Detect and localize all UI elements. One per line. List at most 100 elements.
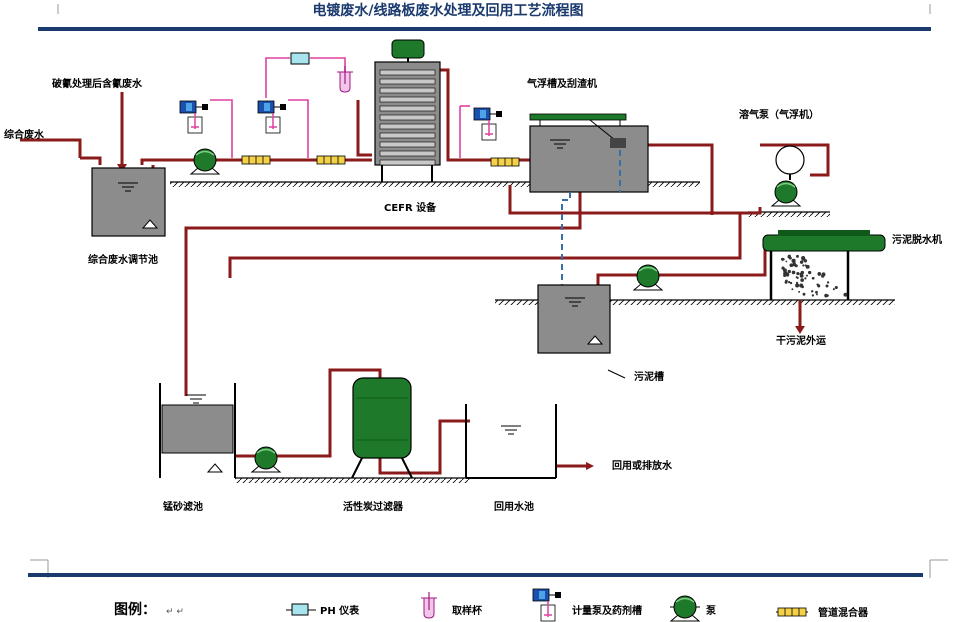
label-sludge-tank: 污泥槽 — [634, 370, 664, 383]
label-reuse-out: 回用或排放水 — [612, 459, 673, 472]
flotation-tank — [529, 113, 649, 285]
corner-mark — [57, 4, 931, 14]
sludge-pump — [633, 264, 663, 291]
sludge-particle — [799, 260, 804, 264]
sludge-particle — [816, 283, 819, 286]
sludge-dewatering-machine — [762, 230, 886, 300]
legend-item-mixer: 管道混合器 — [818, 606, 869, 619]
label-sludge-dewater: 污泥脱水机 — [892, 233, 942, 246]
dosing-units — [179, 57, 503, 158]
sludge-particle — [795, 281, 799, 284]
sludge-particle — [815, 290, 818, 294]
sludge-particle — [832, 288, 835, 291]
ph-meter-icon — [286, 603, 316, 616]
sludge-particle — [783, 271, 788, 276]
cefr-equipment — [374, 39, 441, 182]
sludge-particle — [834, 285, 838, 290]
cefr-fin — [379, 105, 436, 112]
label-reuse-tank: 回用水池 — [494, 500, 534, 513]
cefr-fin — [379, 141, 436, 148]
label-carbon-filter: 活性炭过滤器 — [343, 500, 404, 513]
cefr-fin — [379, 123, 436, 130]
legend-item-pump: 泵 — [706, 605, 717, 617]
sludge-particle — [791, 270, 796, 275]
cefr-fin — [379, 96, 436, 103]
legend: 图例： ↵ ↵ PH 仪表 取样杯 计量泵及药剂槽 泵 管道混合器 — [114, 588, 869, 622]
label-mixed-water: 综合废水 — [4, 128, 45, 141]
corner-mark — [30, 559, 948, 578]
metering-pump-icon — [532, 588, 562, 622]
sludge-particle — [811, 290, 814, 293]
sludge-particle — [792, 258, 796, 262]
label-air-pump: 溶气泵（气浮机） — [739, 108, 819, 121]
sludge-particle — [785, 260, 788, 263]
sludge-particle — [795, 283, 800, 288]
pipe-mixer-icon — [776, 607, 808, 617]
sampling-cup-icon — [420, 591, 438, 619]
sludge-particle — [788, 256, 792, 260]
sludge-particle — [791, 288, 794, 291]
air-pump-lower — [771, 180, 801, 207]
cefr-fin — [379, 78, 436, 85]
sludge-particle — [800, 270, 805, 275]
pipe-mixer-2 — [316, 155, 346, 165]
cefr-fin — [379, 69, 436, 76]
ph-meter-top — [290, 52, 310, 65]
label-cefr: CEFR 设备 — [384, 201, 437, 214]
sludge-particle — [811, 294, 815, 297]
reuse-water-tank — [465, 404, 557, 479]
cefr-fin — [379, 87, 436, 94]
sludge-particle — [805, 274, 809, 277]
air-dissolving-pump — [775, 145, 805, 180]
sludge-particle — [843, 292, 848, 297]
pipe-mixer-1 — [241, 155, 271, 165]
sludge-particle — [807, 270, 812, 275]
sludge-tank — [537, 284, 626, 379]
legend-item-metering: 计量泵及药剂槽 — [572, 604, 642, 617]
cefr-fin — [379, 159, 436, 166]
pipe-mixer-3 — [490, 157, 520, 167]
sludge-particle — [785, 279, 788, 283]
manganese-sand-filter — [159, 383, 236, 478]
sludge-particle — [802, 292, 806, 296]
sludge-particle — [798, 290, 801, 293]
sludge-particle — [802, 264, 805, 267]
top-rule — [38, 27, 931, 31]
sludge-particle — [816, 293, 818, 296]
sampling-cup — [336, 65, 354, 93]
sludge-particle — [826, 281, 830, 284]
sludge-particle — [824, 293, 829, 298]
cefr-fin — [379, 114, 436, 121]
sludge-particle — [782, 258, 785, 261]
sludge-particle — [787, 280, 791, 284]
sludge-particle — [817, 271, 822, 276]
ground-lines — [170, 181, 895, 483]
activated-carbon-filter — [351, 377, 413, 479]
pump-icon — [670, 595, 700, 622]
sludge-particle — [796, 254, 799, 258]
sludge-particle — [825, 284, 829, 288]
legend-item-cup: 取样杯 — [452, 604, 483, 617]
sludge-particle — [789, 263, 794, 268]
cefr-fin — [379, 150, 436, 157]
sludge-particle — [792, 262, 796, 267]
sludge-particle — [787, 269, 791, 274]
sludge-particle — [811, 276, 815, 280]
sludge-particle — [805, 264, 810, 269]
equalization-tank — [91, 167, 166, 237]
cefr-fin — [379, 132, 436, 139]
sludge-particle — [796, 272, 800, 276]
legend-heading: 图例： — [114, 601, 156, 618]
paragraph-mark: ↵ ↵ — [166, 607, 184, 617]
diagram-title: 电镀废水/线路板废水处理及回用工艺流程图 — [312, 2, 583, 19]
label-cyanide-water: 破氰处理后含氰废水 — [52, 77, 143, 90]
feed-pump — [190, 148, 220, 175]
label-dry-sludge: 干污泥外运 — [776, 334, 826, 347]
label-equalization-tank: 综合废水调节池 — [88, 253, 158, 266]
sludge-particle — [795, 276, 798, 279]
sludge-particle — [826, 294, 829, 297]
sludge-particle — [799, 283, 804, 288]
bottom-rule — [28, 573, 923, 577]
label-sand-filter: 锰砂滤池 — [163, 500, 203, 513]
